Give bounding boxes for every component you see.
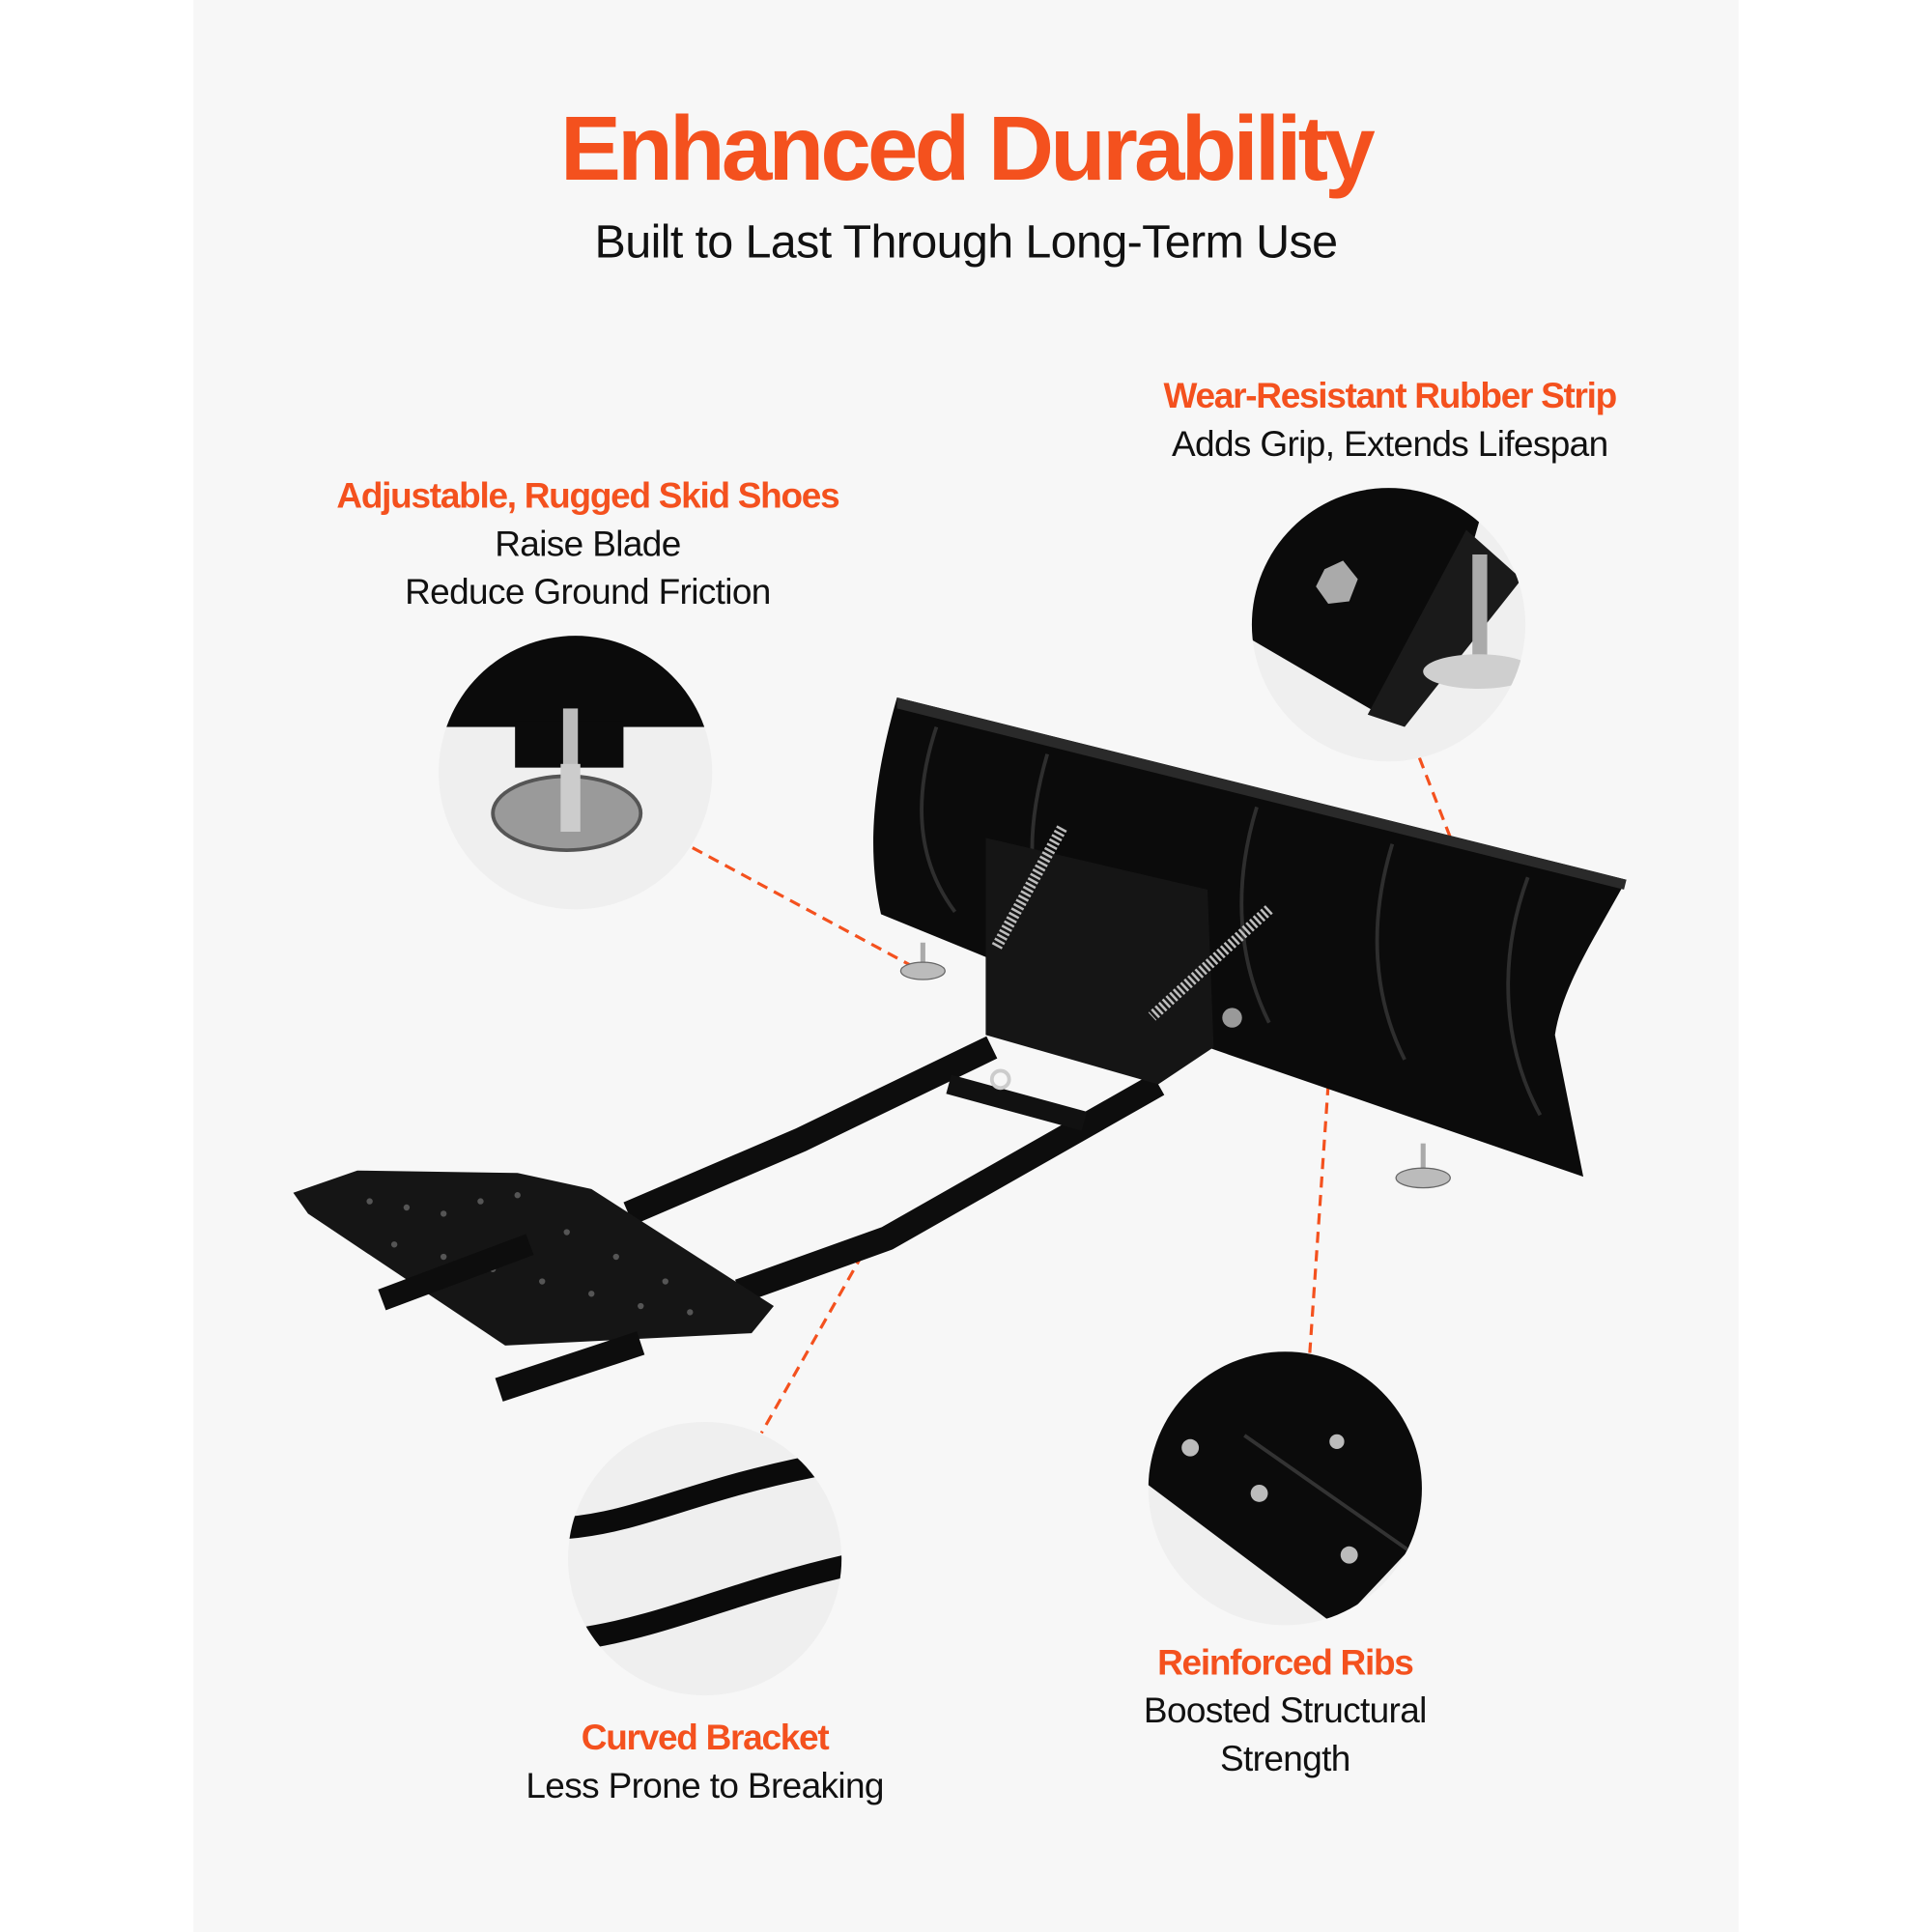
frame-tube-right	[735, 1073, 1165, 1303]
leader-line-bracket	[759, 1253, 865, 1435]
page-subtitle: Built to Last Through Long-Term Use	[594, 216, 1339, 270]
spring-right	[1148, 905, 1273, 1021]
callout-text: Adds Grip, Extends Lifespan	[1171, 425, 1608, 465]
pivot-bolt	[1222, 1008, 1242, 1028]
mounting-plate	[293, 1170, 775, 1346]
hitch-tube-upper	[378, 1234, 534, 1311]
callout-skid-shoes: Adjustable, Rugged Skid Shoes Raise Blad…	[269, 473, 907, 617]
leader-line-ribs	[1308, 1084, 1330, 1353]
callout-curved-bracket: Curved Bracket Less Prone to Breaking	[458, 1716, 951, 1811]
callout-heading: Curved Bracket	[581, 1719, 830, 1759]
skid-shoe-left	[899, 942, 946, 980]
detail-circle-rubber-strip	[1251, 488, 1526, 762]
plow-blade	[873, 696, 1627, 1178]
leader-line-skid-shoes	[692, 846, 916, 969]
hitch-tube-lower	[495, 1331, 645, 1402]
callout-heading: Wear-Resistant Rubber Strip	[1163, 377, 1618, 417]
detail-circle-curved-bracket	[568, 1421, 842, 1696]
page-title: Enhanced Durability	[560, 97, 1376, 200]
callout-heading: Reinforced Ribs	[1157, 1643, 1414, 1684]
detail-circle-reinforced-ribs	[1148, 1351, 1422, 1626]
callout-text: Raise Blade	[495, 525, 681, 565]
spring-left	[990, 825, 1067, 952]
callout-text: Strength	[1219, 1740, 1350, 1779]
callout-text: Reduce Ground Friction	[405, 573, 771, 612]
eye-bolt	[989, 1068, 1011, 1091]
detail-circle-skid-shoes	[439, 636, 713, 910]
callout-heading: Adjustable, Rugged Skid Shoes	[336, 476, 839, 517]
callout-reinforced-ribs: Reinforced Ribs Boosted Structural Stren…	[1051, 1640, 1520, 1784]
snow-plow	[293, 696, 1627, 1402]
callout-text: Less Prone to Breaking	[526, 1767, 884, 1806]
skid-shoe-right	[1395, 1143, 1451, 1189]
mount-bracket	[985, 838, 1214, 1085]
callout-text: Boosted Structural	[1143, 1691, 1427, 1732]
plate-holes	[366, 1192, 694, 1316]
frame-tube-left	[623, 1036, 998, 1226]
cross-bar	[946, 1074, 1088, 1131]
callout-rubber-strip: Wear-Resistant Rubber Strip Adds Grip, E…	[1072, 373, 1708, 469]
